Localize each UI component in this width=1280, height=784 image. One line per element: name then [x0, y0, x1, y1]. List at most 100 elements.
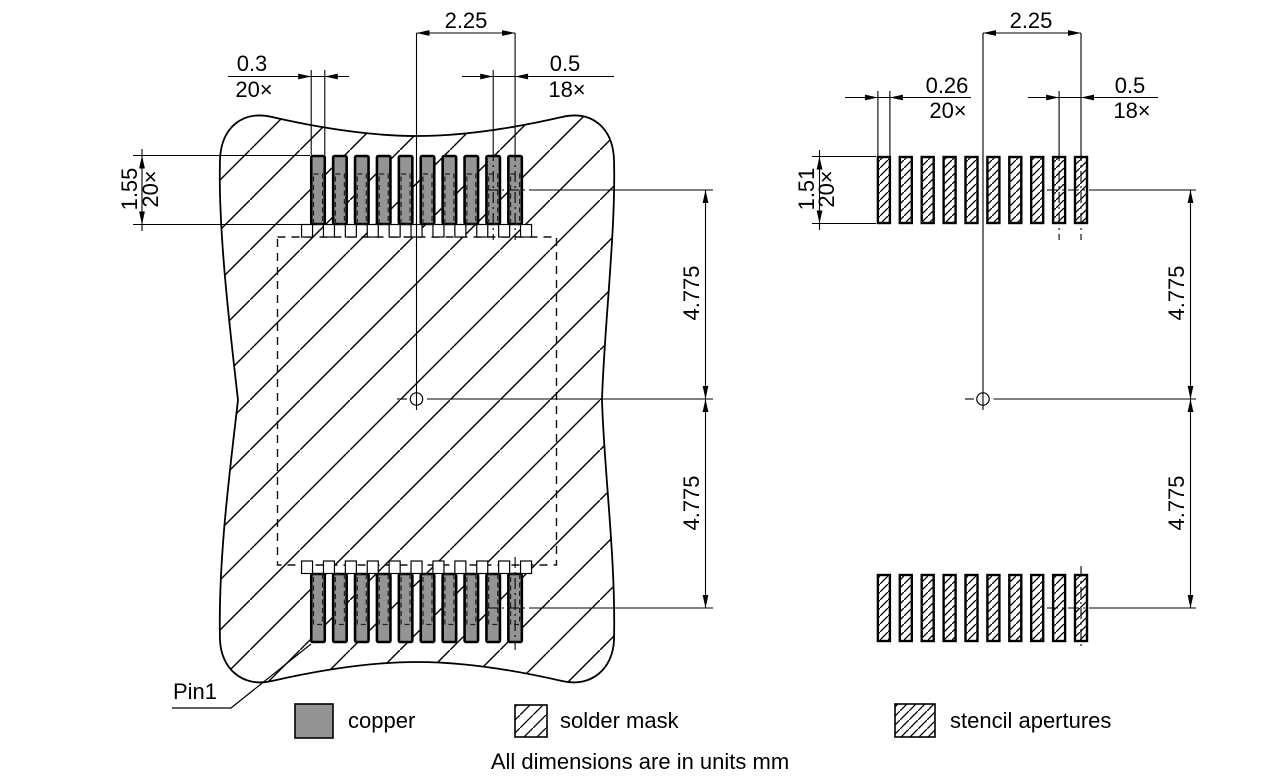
stencil-aperture	[898, 573, 913, 643]
dim-right-aperture-width-count: 20×	[929, 98, 967, 123]
stencil-aperture	[1008, 155, 1023, 225]
mask-opening-tab	[498, 560, 511, 575]
mask-opening-tab	[388, 560, 401, 575]
arrowhead	[702, 595, 709, 608]
lead-outline	[488, 573, 499, 626]
stencil-aperture	[1029, 155, 1045, 225]
mask-opening-tab	[476, 560, 489, 575]
arrowhead	[298, 73, 312, 80]
lead-outline	[422, 173, 433, 225]
dim-right-span: 2.25	[1009, 8, 1053, 33]
lead-outlines	[312, 173, 521, 626]
lead-outline	[356, 573, 367, 626]
arrowhead	[889, 94, 903, 101]
arrowhead	[702, 386, 709, 399]
dim-left-offset-top: 4.775	[679, 265, 704, 321]
dim-right-offset-top: 4.775	[1164, 265, 1189, 321]
arrowhead	[702, 190, 709, 203]
mask-opening-tab	[410, 560, 423, 575]
dim-left-pad-height-count: 20×	[138, 170, 163, 208]
stencil-aperture	[898, 155, 913, 225]
arrowhead	[983, 30, 996, 36]
lead-outline	[444, 173, 455, 225]
arrowhead	[139, 211, 145, 225]
arrowhead	[702, 399, 709, 412]
arrowhead	[1187, 190, 1194, 203]
lead-outline	[312, 573, 324, 626]
arrowhead	[139, 155, 145, 169]
pin1-leader-line	[172, 643, 312, 709]
dim-right-aperture-height-count: 20×	[814, 170, 839, 208]
mask-opening-tab	[300, 560, 314, 575]
lead-outline	[334, 573, 345, 626]
arrowhead	[515, 73, 529, 80]
dim-right-pitch-count: 18×	[1113, 98, 1151, 123]
pin1-label: Pin1	[172, 679, 218, 704]
mask-opening-tab	[432, 560, 445, 575]
stencil-aperture	[986, 573, 1001, 643]
copper-swatch	[294, 703, 334, 739]
arrowhead	[1187, 595, 1194, 608]
arrowhead	[1187, 386, 1194, 399]
lead-outline	[378, 573, 389, 626]
mask-opening-tab	[300, 223, 314, 238]
mask-opening-tab	[388, 223, 401, 238]
mask-opening-tab	[366, 223, 379, 238]
lead-outline	[312, 173, 324, 225]
legend-copper-label: copper	[348, 708, 416, 733]
stencil-aperture	[1029, 573, 1045, 643]
arrowhead	[1068, 30, 1081, 36]
mask-opening-tab	[344, 223, 357, 238]
stencil-aperture	[964, 155, 979, 225]
mask-opening-tab	[519, 560, 533, 575]
lead-outline	[400, 573, 411, 626]
mask-opening-tab	[322, 223, 336, 238]
stencil-aperture	[876, 155, 892, 225]
arrowhead	[1187, 399, 1194, 412]
dim-left-span: 2.25	[444, 8, 488, 33]
mask-opening-tab	[432, 223, 445, 238]
mask-opening-tab	[519, 223, 533, 238]
mask-opening-tab	[344, 560, 357, 575]
arrowhead	[816, 156, 823, 170]
mask-opening-tab	[454, 223, 467, 238]
dim-right-pitch: 0.5	[1114, 73, 1146, 98]
mask-opening-tab	[322, 560, 336, 575]
dim-left-pad-width: 0.3	[236, 51, 268, 76]
arrowhead	[1046, 94, 1060, 101]
dimension-arrows	[139, 30, 1194, 608]
dim-left-pitch-count: 18×	[548, 77, 586, 102]
lead-outline	[466, 573, 477, 626]
legend-stencil-label: stencil apertures	[950, 708, 1112, 733]
stencil-aperture	[942, 155, 957, 225]
stencil-aperture	[964, 573, 979, 643]
dim-right-offset-bottom: 4.775	[1164, 475, 1189, 531]
left-center-mark	[409, 392, 424, 406]
stencil-aperture	[920, 155, 935, 225]
arrowhead	[1081, 94, 1094, 101]
mask-opening-tab	[366, 560, 379, 575]
mask-opening-tab	[476, 223, 489, 238]
dim-left-pitch: 0.5	[549, 51, 581, 76]
legend-solder-mask-label: solder mask	[560, 708, 679, 733]
arrowhead	[416, 30, 430, 36]
units-note: All dimensions are in units mm	[490, 749, 790, 774]
stencil-apertures-swatch	[894, 703, 936, 738]
dim-left-offset-bottom: 4.775	[679, 475, 704, 531]
mask-opening-tab	[498, 223, 511, 238]
solder-mask-swatch	[514, 704, 548, 738]
right-center-mark	[976, 392, 990, 406]
stencil-aperture	[942, 573, 957, 643]
lead-outline	[400, 173, 411, 225]
lead-outline	[356, 173, 367, 225]
lead-outline	[444, 573, 455, 626]
lead-outline	[466, 173, 477, 225]
lead-outline	[334, 173, 345, 225]
lead-outline	[378, 173, 389, 225]
stencil-aperture	[1008, 573, 1023, 643]
stencil-aperture	[876, 573, 892, 643]
arrowhead	[502, 30, 516, 36]
lead-outline	[422, 573, 433, 626]
